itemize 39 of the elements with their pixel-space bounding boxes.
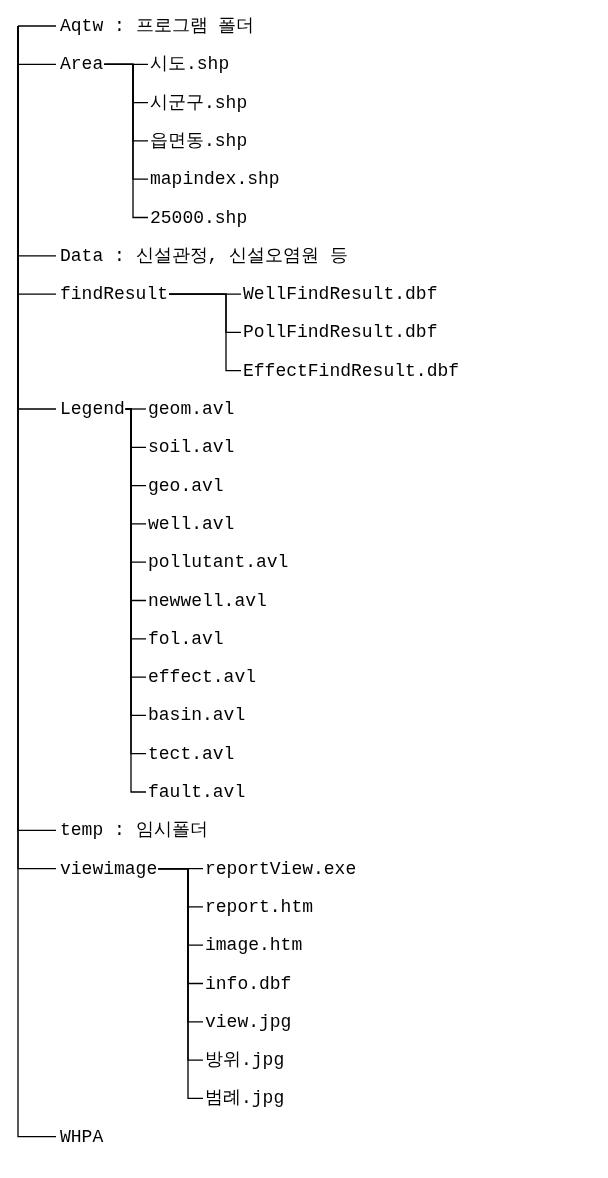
file-name: reportView.exe	[205, 857, 357, 880]
tree-connector	[103, 63, 149, 219]
file-name: fault.avl	[148, 781, 246, 803]
tree-connector	[168, 293, 242, 372]
tree-connector	[17, 25, 57, 1138]
tree-connector	[17, 25, 57, 27]
file-name: WHPA	[60, 1125, 104, 1148]
file-name: 읍면동.shp	[150, 129, 248, 152]
file-name: effect.avl	[148, 666, 257, 689]
file-name: well.avl	[148, 512, 235, 535]
file-name: pollutant.avl	[148, 551, 289, 574]
file-name: temp : 임시폴더	[60, 819, 208, 842]
file-name: geo.avl	[148, 474, 224, 497]
file-name: mapindex.shp	[150, 168, 280, 191]
file-name: Data : 신설관정, 신설오염원 등	[60, 244, 349, 267]
file-name: image.htm	[205, 934, 303, 957]
file-name: basin.avl	[148, 704, 246, 727]
file-name: 시군구.shp	[150, 91, 248, 114]
folder-name: findResult	[60, 283, 169, 306]
file-name: geom.avl	[148, 398, 235, 420]
file-name: 범례.jpg	[205, 1087, 285, 1110]
file-name: view.jpg	[205, 1010, 292, 1033]
file-name: info.dbf	[205, 972, 292, 995]
folder-name: Area	[60, 53, 104, 76]
file-name: soil.avl	[148, 436, 235, 459]
file-name: newwell.avl	[148, 589, 267, 612]
folder-name: Legend	[60, 398, 125, 420]
file-name: report.htm	[205, 895, 314, 918]
file-name: PollFindResult.dbf	[243, 321, 438, 344]
file-name: Aqtw : 프로그램 폴더	[60, 15, 255, 37]
file-name: 시도.shp	[150, 53, 230, 76]
folder-name: viewimage	[60, 857, 158, 880]
file-name: WellFindResult.dbf	[243, 283, 438, 306]
file-name: tect.avl	[148, 742, 235, 765]
tree-connector	[157, 867, 204, 1100]
file-name: 방위.jpg	[205, 1049, 285, 1072]
file-name: fol.avl	[148, 627, 224, 650]
file-name: 25000.shp	[150, 206, 248, 229]
file-name: EffectFindResult.dbf	[243, 359, 460, 382]
